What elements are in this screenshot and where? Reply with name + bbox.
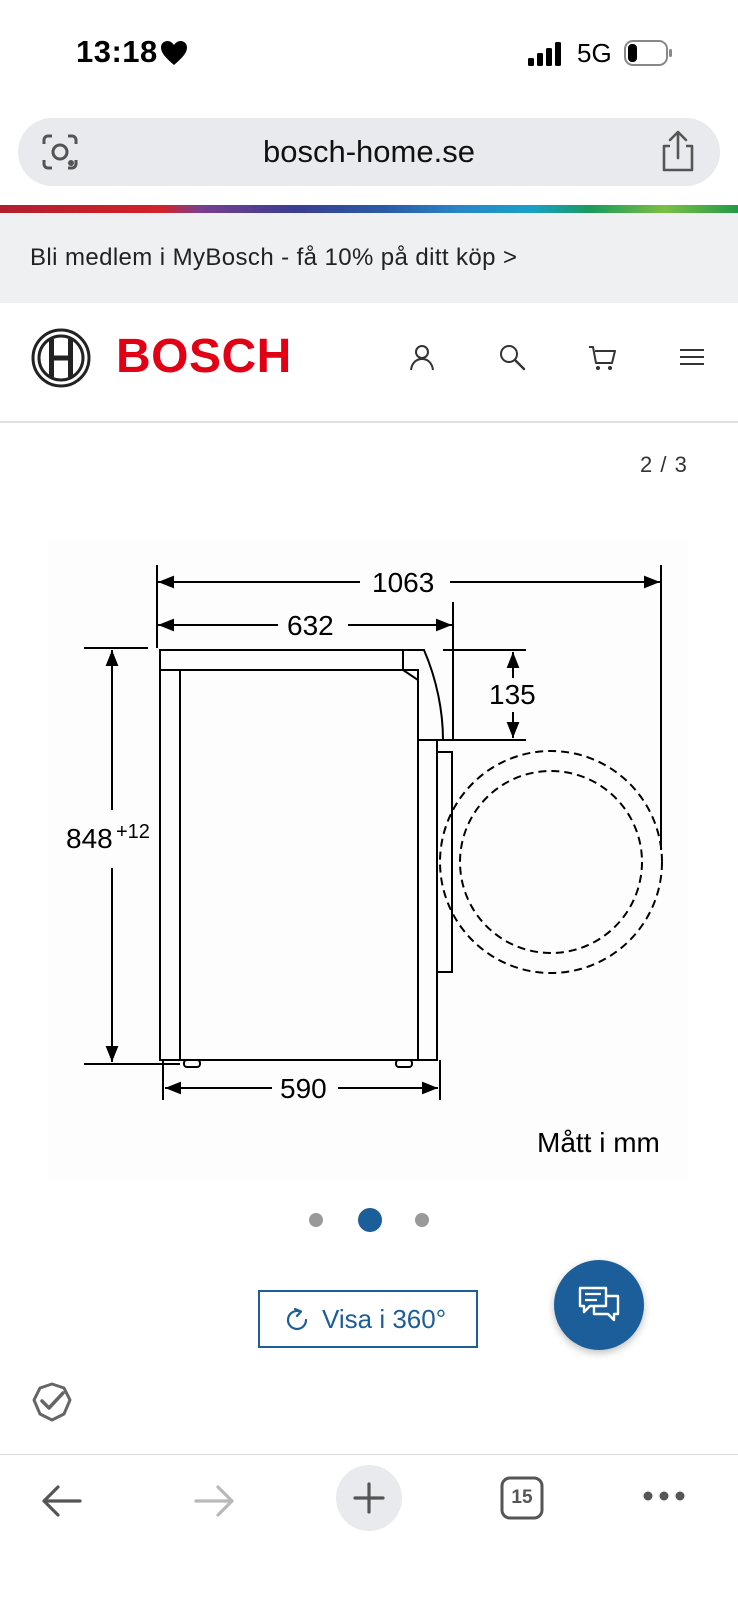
- search-icon[interactable]: [496, 341, 528, 373]
- dim-door-label: 135: [489, 679, 536, 710]
- rotate-icon: [286, 1307, 308, 1331]
- new-tab-icon: [353, 1482, 385, 1514]
- promo-banner[interactable]: Bli medlem i MyBosch - få 10% på ditt kö…: [0, 213, 738, 303]
- chat-icon: [578, 1286, 620, 1322]
- menu-icon[interactable]: [676, 341, 708, 373]
- gallery-counter: 2 / 3: [640, 452, 688, 477]
- dim-height-tolerance: +12: [116, 821, 150, 843]
- battery-icon: [624, 40, 672, 66]
- unit-note: Mått i mm: [537, 1127, 660, 1158]
- browser-toolbar: 15: [0, 1454, 738, 1601]
- pagination-dot-2-active[interactable]: [358, 1208, 382, 1232]
- view-360-button[interactable]: Visa i 360°: [258, 1290, 478, 1348]
- dim-bottom-label: 590: [280, 1073, 327, 1104]
- brand-color-stripe: [0, 205, 738, 213]
- dimension-diagram[interactable]: 1063 632 135 848 +12 590 Mått i mm: [48, 540, 688, 1180]
- site-header: BOSCH: [0, 303, 738, 423]
- new-tab-button[interactable]: [336, 1465, 402, 1531]
- pagination-dot-3[interactable]: [415, 1213, 429, 1227]
- tabs-button[interactable]: 15: [500, 1476, 544, 1520]
- signal-icon: [528, 42, 561, 66]
- more-icon[interactable]: [642, 1489, 686, 1503]
- address-bar[interactable]: bosch-home.se: [18, 118, 720, 186]
- dim-total-width-label: 1063: [372, 567, 434, 598]
- network-type: 5G: [577, 38, 612, 68]
- promo-link[interactable]: Bli medlem i MyBosch - få 10% på ditt kö…: [30, 244, 518, 271]
- tab-count: 15: [511, 1487, 533, 1508]
- status-time: 13:18: [76, 34, 158, 69]
- view-360-label: Visa i 360°: [322, 1304, 447, 1334]
- gallery-pagination: [0, 1205, 738, 1235]
- back-icon[interactable]: [38, 1481, 84, 1521]
- forward-icon[interactable]: [192, 1481, 238, 1521]
- chat-button[interactable]: [554, 1260, 644, 1350]
- brand-wordmark[interactable]: BOSCH: [116, 330, 292, 383]
- pagination-dot-1[interactable]: [309, 1213, 323, 1227]
- tabs-icon: [500, 1476, 544, 1520]
- badge-icon[interactable]: [30, 1380, 74, 1424]
- url-text[interactable]: bosch-home.se: [263, 134, 475, 169]
- share-icon[interactable]: [658, 130, 698, 174]
- bosch-logo-icon[interactable]: [31, 328, 91, 388]
- dim-depth-label: 632: [287, 610, 334, 641]
- heart-icon: [161, 41, 187, 65]
- cart-icon[interactable]: [586, 341, 618, 373]
- lens-icon[interactable]: [40, 132, 80, 172]
- user-icon[interactable]: [406, 341, 438, 373]
- dim-height-label: 848: [66, 823, 113, 854]
